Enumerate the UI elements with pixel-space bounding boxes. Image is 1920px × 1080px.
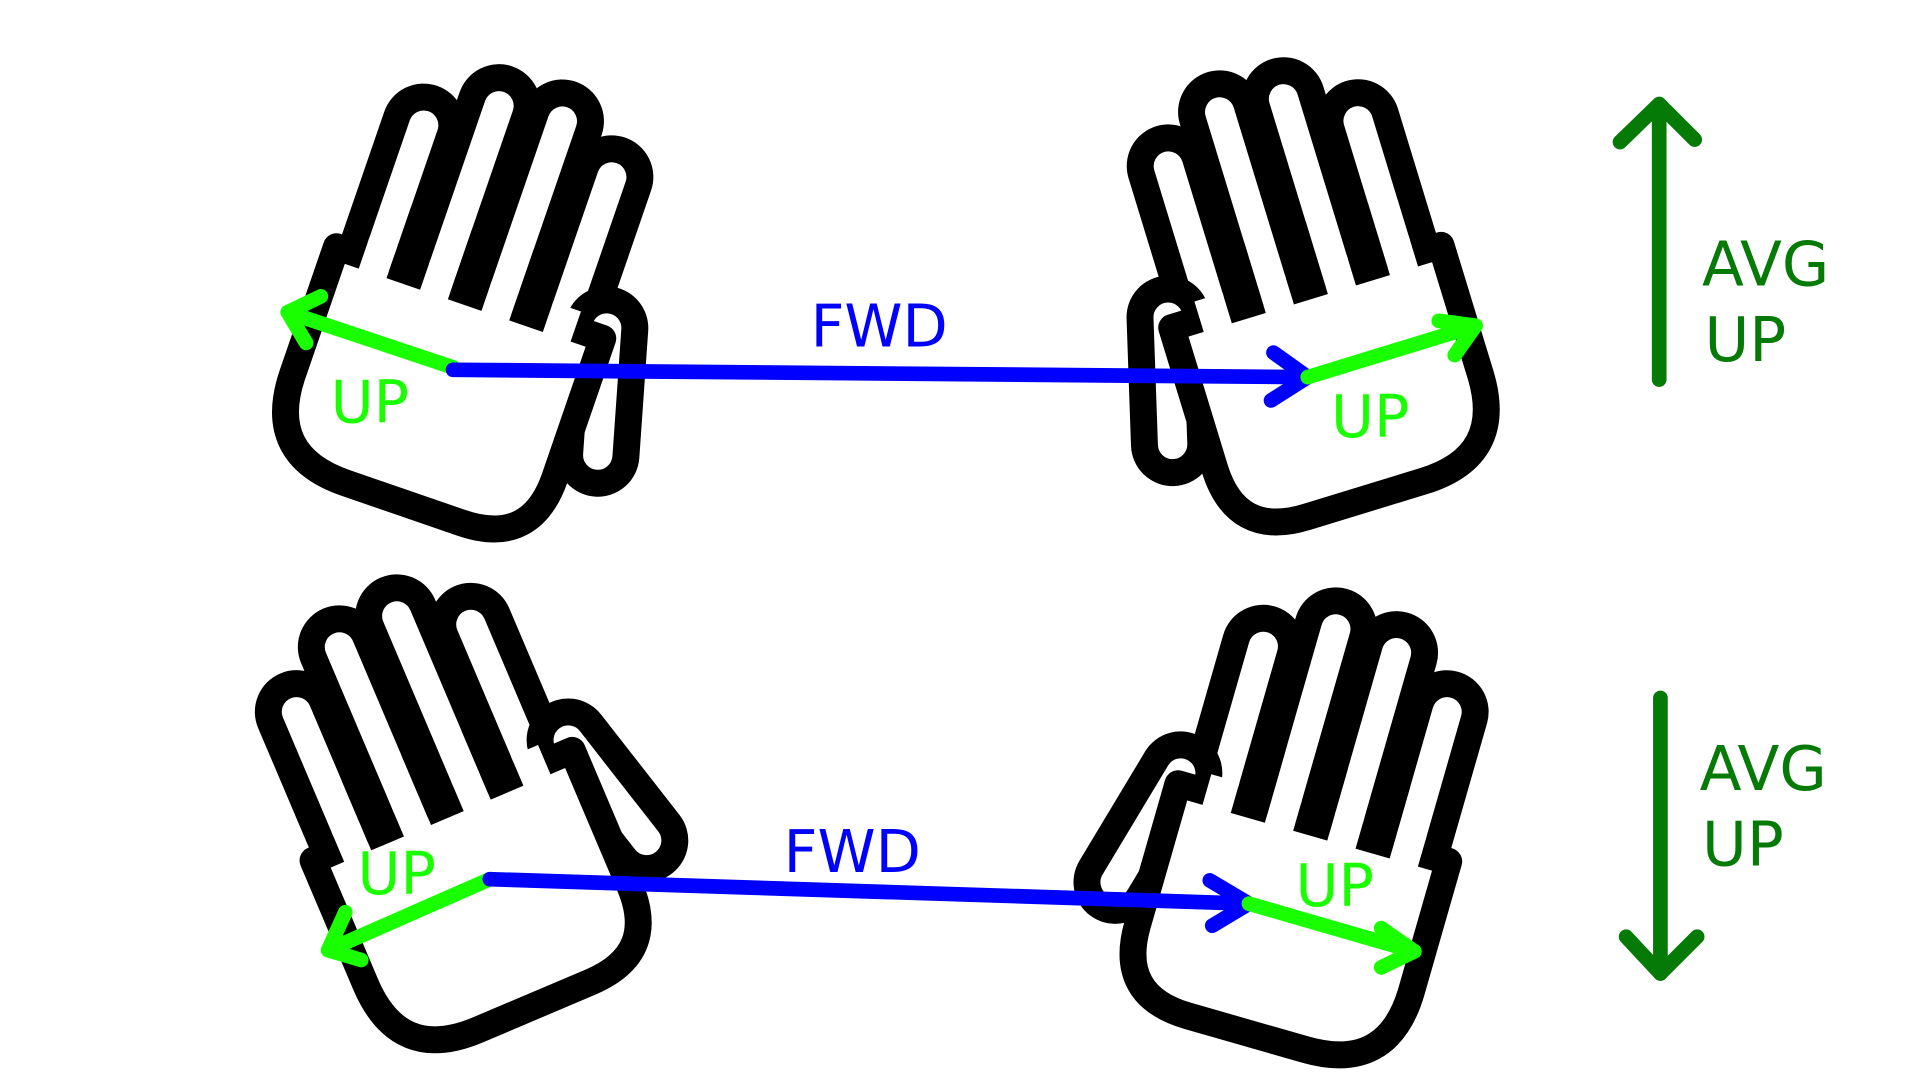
bottom-average-up-arrow xyxy=(1618,690,1705,981)
bottom-right-hand xyxy=(1052,553,1509,1073)
top-right-up-arrow xyxy=(1300,313,1483,385)
bottom-left-up-label: UP xyxy=(358,839,436,908)
bottom-left-hand xyxy=(227,521,721,1063)
top-left-up-label: UP xyxy=(331,367,409,436)
bottom-average-label-line2: UP xyxy=(1702,810,1784,881)
top-right-hand xyxy=(1042,35,1505,559)
bottom-average-label-line1: AVG xyxy=(1700,734,1827,805)
top-average-up-arrow xyxy=(1612,96,1703,387)
bottom-right-up-label: UP xyxy=(1296,851,1374,920)
top-average-label-line1: AVG xyxy=(1702,229,1829,300)
top-forward-label: FWD xyxy=(811,292,948,361)
top-left-up-arrow xyxy=(280,288,461,375)
bottom-left-up-arrow xyxy=(320,871,498,968)
bottom-right-up-arrow xyxy=(1241,896,1422,975)
top-right-up-label: UP xyxy=(1331,382,1409,451)
bottom-forward-label: FWD xyxy=(784,817,921,886)
top-left-hand xyxy=(265,38,739,569)
top-average-label-line2: UP xyxy=(1704,305,1786,376)
